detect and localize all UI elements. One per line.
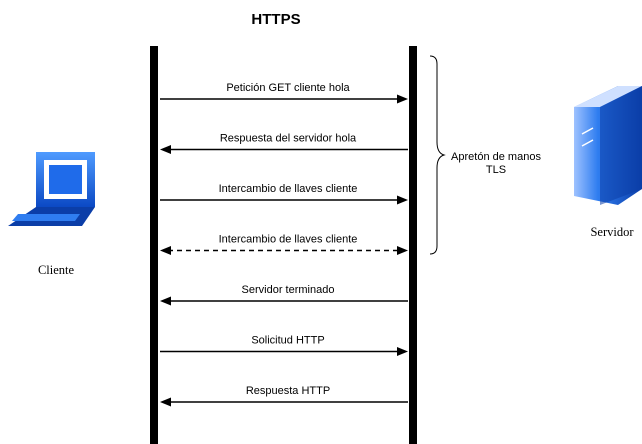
message-label-7: Respuesta HTTP bbox=[246, 385, 330, 397]
message-label-1: Petición GET cliente hola bbox=[226, 82, 350, 94]
message-label-5: Servidor terminado bbox=[242, 284, 335, 296]
server-lifeline bbox=[409, 46, 417, 444]
arrowhead-left-5 bbox=[160, 296, 171, 306]
client-label: Cliente bbox=[38, 263, 75, 277]
message-label-3: Intercambio de llaves cliente bbox=[219, 183, 358, 195]
arrowhead-left-2 bbox=[160, 145, 171, 154]
server-label: Servidor bbox=[590, 225, 634, 239]
client-lifeline bbox=[150, 46, 158, 444]
handshake-label-line2: TLS bbox=[486, 164, 506, 176]
message-label-2: Respuesta del servidor hola bbox=[220, 133, 357, 145]
arrowhead-right-6 bbox=[397, 347, 408, 356]
diagram-title: HTTPS bbox=[251, 11, 300, 28]
arrowhead-right-1 bbox=[397, 94, 408, 104]
arrowhead-right-3 bbox=[397, 195, 408, 205]
arrowhead-left-4 bbox=[160, 246, 171, 255]
laptop-icon bbox=[8, 152, 95, 226]
handshake-brace bbox=[429, 55, 446, 255]
handshake-label-line1: Apretón de manos bbox=[451, 151, 541, 163]
message-label-6: Solicitud HTTP bbox=[251, 335, 324, 347]
server-icon bbox=[574, 86, 642, 205]
message-label-4: Intercambio de llaves cliente bbox=[219, 234, 358, 246]
arrowhead-right-4 bbox=[397, 246, 408, 255]
arrowhead-left-7 bbox=[160, 397, 171, 407]
